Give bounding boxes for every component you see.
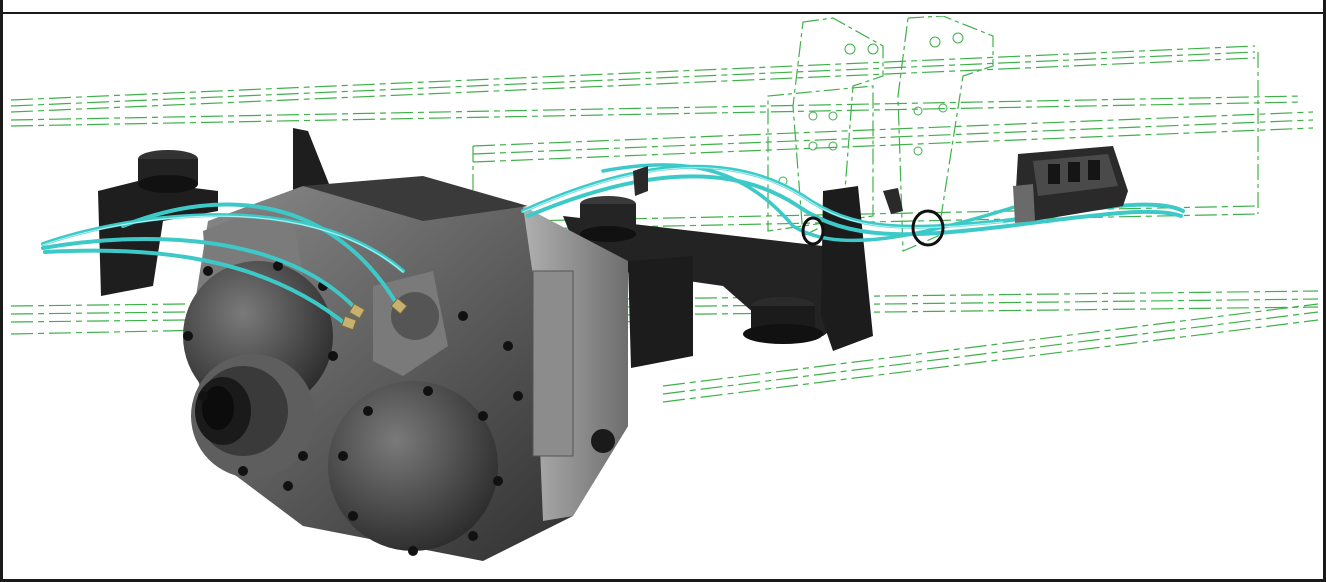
rail-line xyxy=(10,45,1256,101)
rail-line xyxy=(472,127,1314,163)
rail-line xyxy=(10,101,1304,127)
rail-line xyxy=(10,95,1304,121)
valve-block xyxy=(1013,146,1128,223)
technical-illustration xyxy=(10,16,1319,561)
hose-clamp xyxy=(633,166,945,247)
rubber-mount-right xyxy=(743,297,823,344)
rail-line xyxy=(662,311,1319,395)
rail-line xyxy=(10,51,1256,107)
output-shaft-flange xyxy=(183,261,498,551)
housing-bolts xyxy=(183,261,523,556)
hose-fittings xyxy=(341,297,408,331)
rail-line xyxy=(662,319,1319,403)
rail-line xyxy=(472,111,1314,147)
rail-line xyxy=(10,57,1256,113)
rail-line xyxy=(472,119,1314,155)
rubber-mount-center xyxy=(580,196,636,242)
rubber-mount-left xyxy=(138,150,198,193)
top-border-strip xyxy=(0,0,1326,14)
rail-line xyxy=(662,303,1319,387)
wireframe-bolt-holes xyxy=(778,32,964,186)
